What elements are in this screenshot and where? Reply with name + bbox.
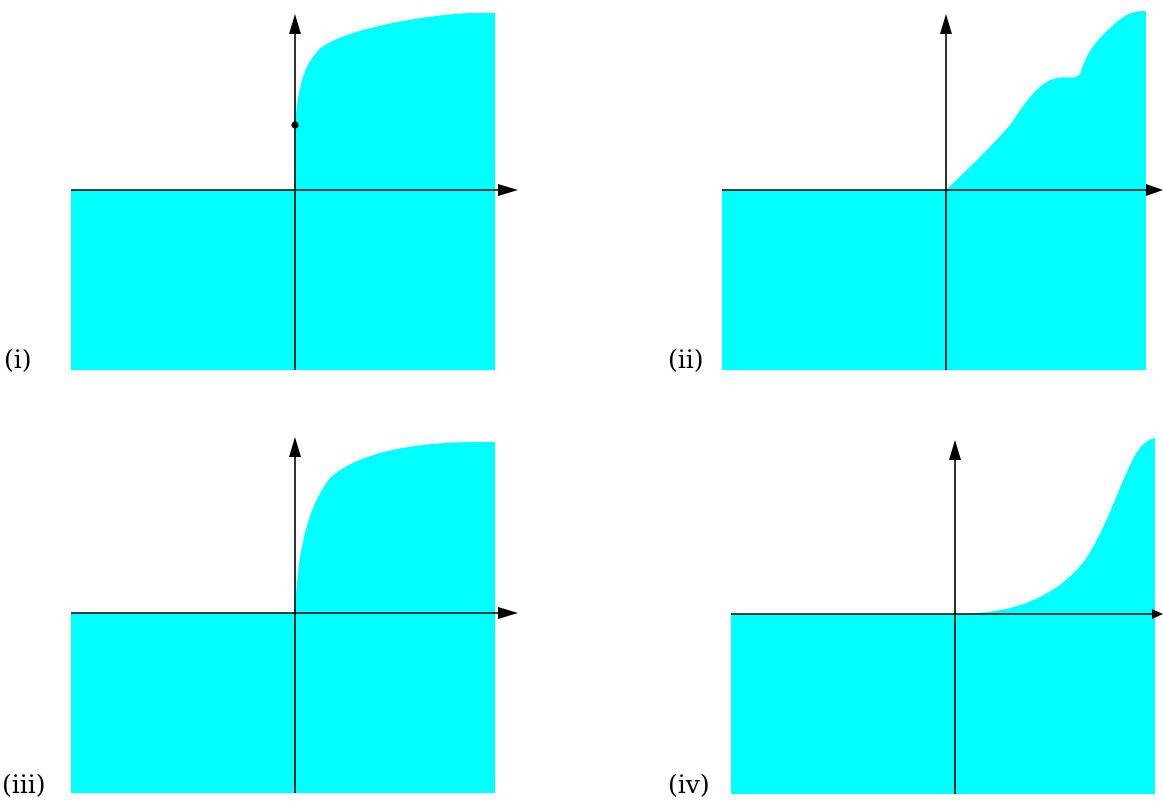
- panel-iii-x-arrow: [498, 607, 518, 619]
- panel-i-x-arrow: [498, 184, 518, 196]
- panel-iii: (iii): [2, 437, 518, 799]
- panel-i-y-arrow: [289, 14, 301, 34]
- panel-ii: (ii): [668, 11, 1163, 374]
- panel-iv-lower-region: [731, 614, 1155, 794]
- panel-i-lower-region: [71, 190, 495, 370]
- panel-iii-lower-region: [71, 613, 495, 793]
- panel-iv: (iv): [668, 438, 1163, 799]
- panel-iv-label: (iv): [668, 770, 710, 799]
- panel-i-point: [291, 121, 299, 129]
- panel-iii-label: (iii): [2, 770, 46, 799]
- panel-i-label: (i): [4, 345, 32, 374]
- panel-iv-y-arrow: [949, 440, 961, 460]
- panel-ii-y-arrow: [940, 14, 952, 34]
- panel-iii-upper-region: [295, 442, 495, 613]
- panel-ii-x-arrow: [1146, 184, 1163, 196]
- panel-iii-y-arrow: [289, 437, 301, 457]
- panel-i-upper-region: [295, 13, 495, 190]
- panel-ii-lower-region: [722, 190, 1146, 370]
- panel-ii-upper-region: [946, 11, 1146, 190]
- panel-ii-label: (ii): [668, 345, 704, 374]
- panel-iv-x-arrow: [1152, 609, 1163, 619]
- panel-i: (i): [4, 13, 518, 374]
- panel-iv-upper-region: [955, 438, 1155, 614]
